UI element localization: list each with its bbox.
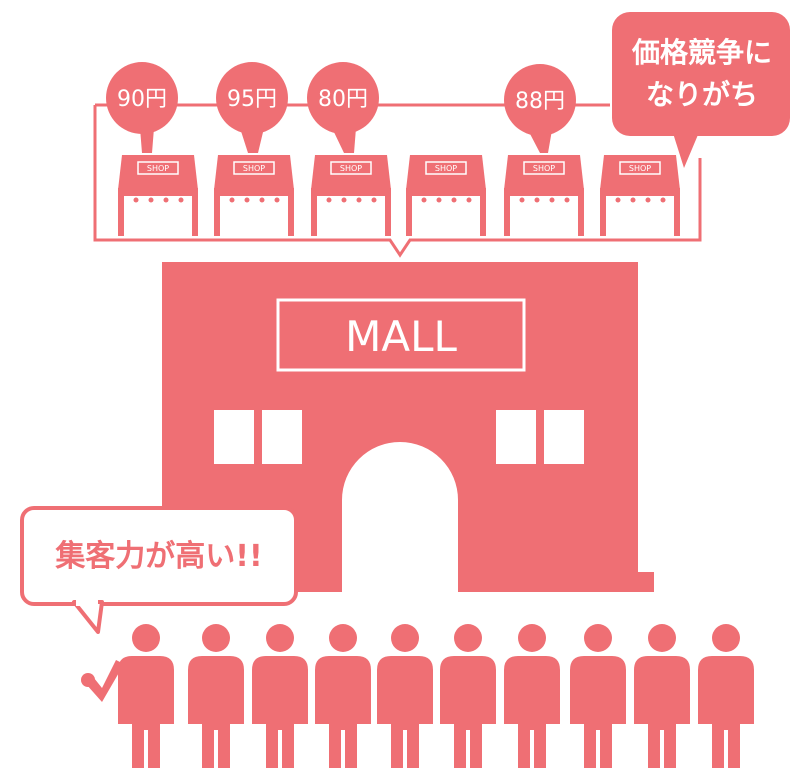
window-left-2 <box>262 410 302 464</box>
shops-outline <box>93 105 702 258</box>
shop-label: SHOP <box>629 164 651 173</box>
person-icon <box>634 624 690 768</box>
shop-awning-dot <box>466 197 472 203</box>
shop-icon: SHOP <box>311 155 391 236</box>
shop-label: SHOP <box>340 164 362 173</box>
competition-bubble: 価格競争に なりがち <box>612 12 790 168</box>
shop-label: SHOP <box>243 164 265 173</box>
shop-awning-dot <box>421 197 427 203</box>
shop-icon: SHOP <box>214 155 294 236</box>
shop-awning-dot <box>148 197 154 203</box>
price-label-4: 88円 <box>515 89 565 114</box>
person-waving-icon <box>81 624 174 768</box>
person-icon <box>570 624 626 768</box>
person-icon <box>315 624 371 768</box>
crowd-bubble: 集客力が高い!! <box>20 506 298 634</box>
price-label-1: 90円 <box>117 87 167 112</box>
price-label-2: 95円 <box>227 87 277 112</box>
shop-awning-dot <box>133 197 139 203</box>
price-bubble-3: 80円 <box>307 62 379 153</box>
shop-awning-dot <box>615 197 621 203</box>
competition-text-line2: なりがち <box>646 78 758 111</box>
window-left-1 <box>214 410 254 464</box>
shop-awning-dot <box>660 197 666 203</box>
shop-awning-dot <box>274 197 280 203</box>
shop-label: SHOP <box>147 164 169 173</box>
person-icon <box>188 624 244 768</box>
person-icon <box>377 624 433 768</box>
shop-icon: SHOP <box>406 155 486 236</box>
shop-label: SHOP <box>435 164 457 173</box>
shop-awning-dot <box>630 197 636 203</box>
shop-awning-dot <box>436 197 442 203</box>
shop-awning-dot <box>519 197 525 203</box>
shop-icon: SHOP <box>118 155 198 236</box>
shop-awning-dot <box>178 197 184 203</box>
shop-awning-dot <box>371 197 377 203</box>
window-right-1 <box>496 410 536 464</box>
window-right-2 <box>544 410 584 464</box>
person-icon <box>698 624 754 768</box>
shop-awning-dot <box>244 197 250 203</box>
shop-awning-dot <box>163 197 169 203</box>
shop-awning-dot <box>534 197 540 203</box>
mall-sign: MALL <box>345 312 457 361</box>
shop-awning-dot <box>229 197 235 203</box>
person-icon <box>252 624 308 768</box>
shop-awning-dot <box>451 197 457 203</box>
price-label-3: 80円 <box>318 87 368 112</box>
shop-awning-dot <box>564 197 570 203</box>
competition-text-line1: 価格競争に <box>631 36 772 69</box>
mall-sign-frame <box>276 298 526 372</box>
shops-row: SHOP SHOP SHOP SHOP SHOP SHOP <box>118 155 680 236</box>
crowd-text: 集客力が高い!! <box>54 539 262 574</box>
price-bubble-1: 90円 <box>106 62 178 153</box>
price-bubble-4: 88円 <box>504 64 576 153</box>
shop-awning-dot <box>549 197 555 203</box>
shop-awning-dot <box>645 197 651 203</box>
shop-icon: SHOP <box>600 155 680 236</box>
shop-icon: SHOP <box>504 155 584 236</box>
shop-label: SHOP <box>533 164 555 173</box>
shop-awning-dot <box>341 197 347 203</box>
price-bubble-2: 95円 <box>216 62 288 153</box>
shop-awning-dot <box>259 197 265 203</box>
person-icon <box>440 624 496 768</box>
shop-awning-dot <box>356 197 362 203</box>
shop-awning-dot <box>326 197 332 203</box>
people-row <box>81 624 754 768</box>
person-icon <box>504 624 560 768</box>
